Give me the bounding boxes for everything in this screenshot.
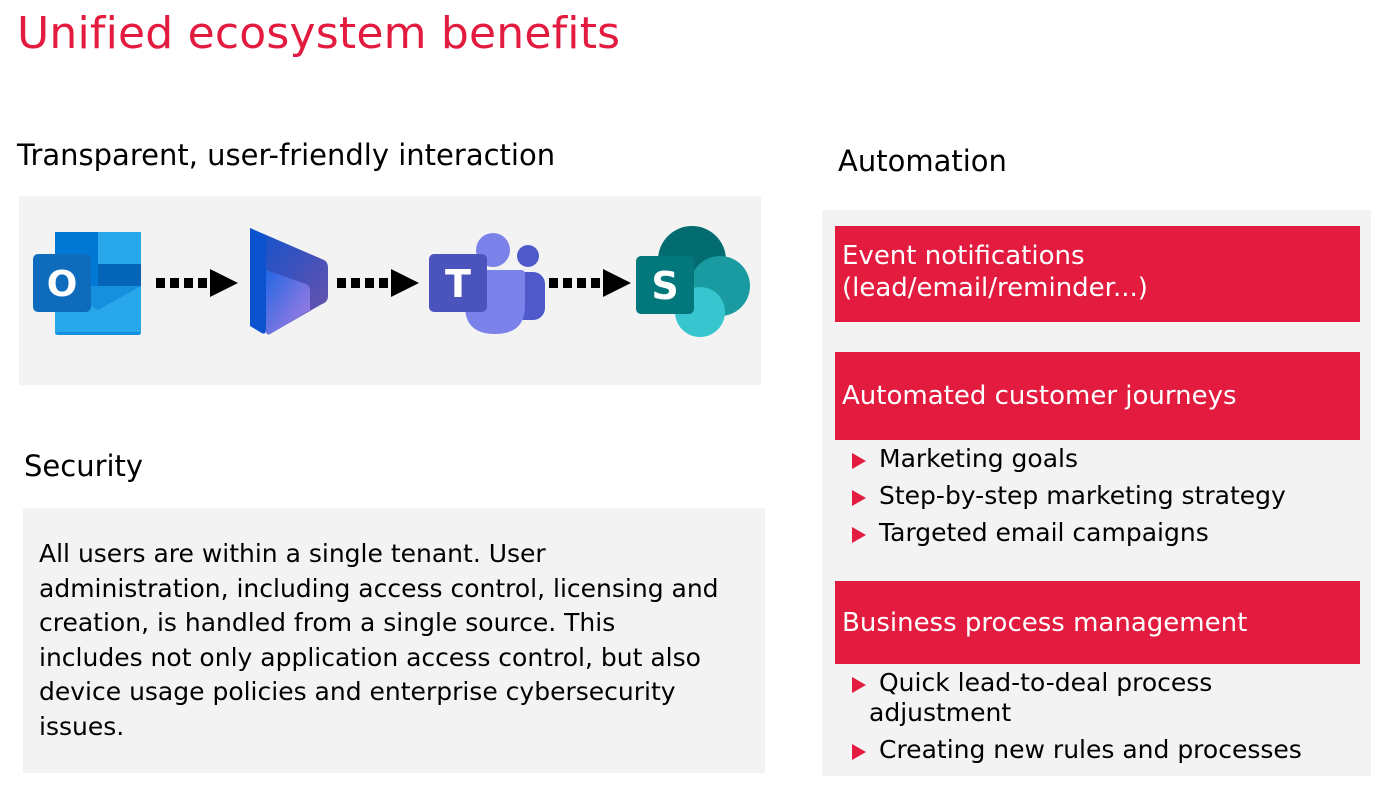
customer-journeys-list: Marketing goals Step-by-step marketing s… xyxy=(849,444,1359,555)
list-item-label: Marketing goals xyxy=(879,444,1078,473)
list-item: Step-by-step marketing strategy xyxy=(849,481,1359,511)
security-line: includes not only application access con… xyxy=(39,642,701,672)
bullet-triangle-icon xyxy=(852,490,866,506)
customer-journeys-box: Automated customer journeys xyxy=(835,352,1360,440)
security-heading: Security xyxy=(24,449,144,483)
bullet-triangle-icon xyxy=(852,677,866,693)
security-line: device usage policies and enterprise cyb… xyxy=(39,677,676,707)
outlook-icon: O xyxy=(33,232,141,335)
list-item: Marketing goals xyxy=(849,444,1359,474)
business-process-title: Business process management xyxy=(842,607,1248,638)
business-process-box: Business process management xyxy=(835,581,1360,664)
flow-arrow-1 xyxy=(156,269,238,297)
bullet-triangle-icon xyxy=(852,527,866,543)
flow-arrow-2 xyxy=(337,269,419,297)
sharepoint-letter: S xyxy=(651,264,678,308)
bullet-triangle-icon xyxy=(852,453,866,469)
outlook-letter: O xyxy=(47,264,78,305)
list-item-label: Quick lead-to-deal process xyxy=(879,668,1213,697)
flow-arrow-3 xyxy=(549,269,631,297)
list-item-label-continued: adjustment xyxy=(869,698,1012,727)
interaction-heading: Transparent, user-friendly interaction xyxy=(17,138,556,172)
sharepoint-icon: S xyxy=(636,226,750,337)
event-notifications-box: Event notifications (lead/email/reminder… xyxy=(835,226,1360,322)
page-title: Unified ecosystem benefits xyxy=(17,8,621,59)
teams-icon: T xyxy=(429,233,545,334)
list-item: Targeted email campaigns xyxy=(849,518,1359,548)
security-panel xyxy=(23,508,765,773)
list-item-label: Step-by-step marketing strategy xyxy=(879,481,1286,510)
list-item-label: Targeted email campaigns xyxy=(879,518,1209,547)
list-item: Creating new rules and processes xyxy=(849,735,1359,765)
security-line: administration, including access control… xyxy=(39,573,719,603)
security-line: issues. xyxy=(39,711,125,741)
event-notifications-subtitle: (lead/email/reminder...) xyxy=(842,273,1148,303)
bullet-triangle-icon xyxy=(852,744,866,760)
customer-journeys-title: Automated customer journeys xyxy=(842,381,1237,411)
dynamics-icon xyxy=(250,228,328,335)
security-line: creation, is handled from a single sourc… xyxy=(39,608,616,638)
security-description: All users are within a single tenant. Us… xyxy=(39,537,759,745)
list-item-label: Creating new rules and processes xyxy=(879,735,1302,764)
event-notifications-title: Event notifications xyxy=(842,241,1085,271)
teams-letter: T xyxy=(445,262,471,306)
automation-heading: Automation xyxy=(838,144,1007,178)
security-line: All users are within a single tenant. Us… xyxy=(39,539,546,568)
